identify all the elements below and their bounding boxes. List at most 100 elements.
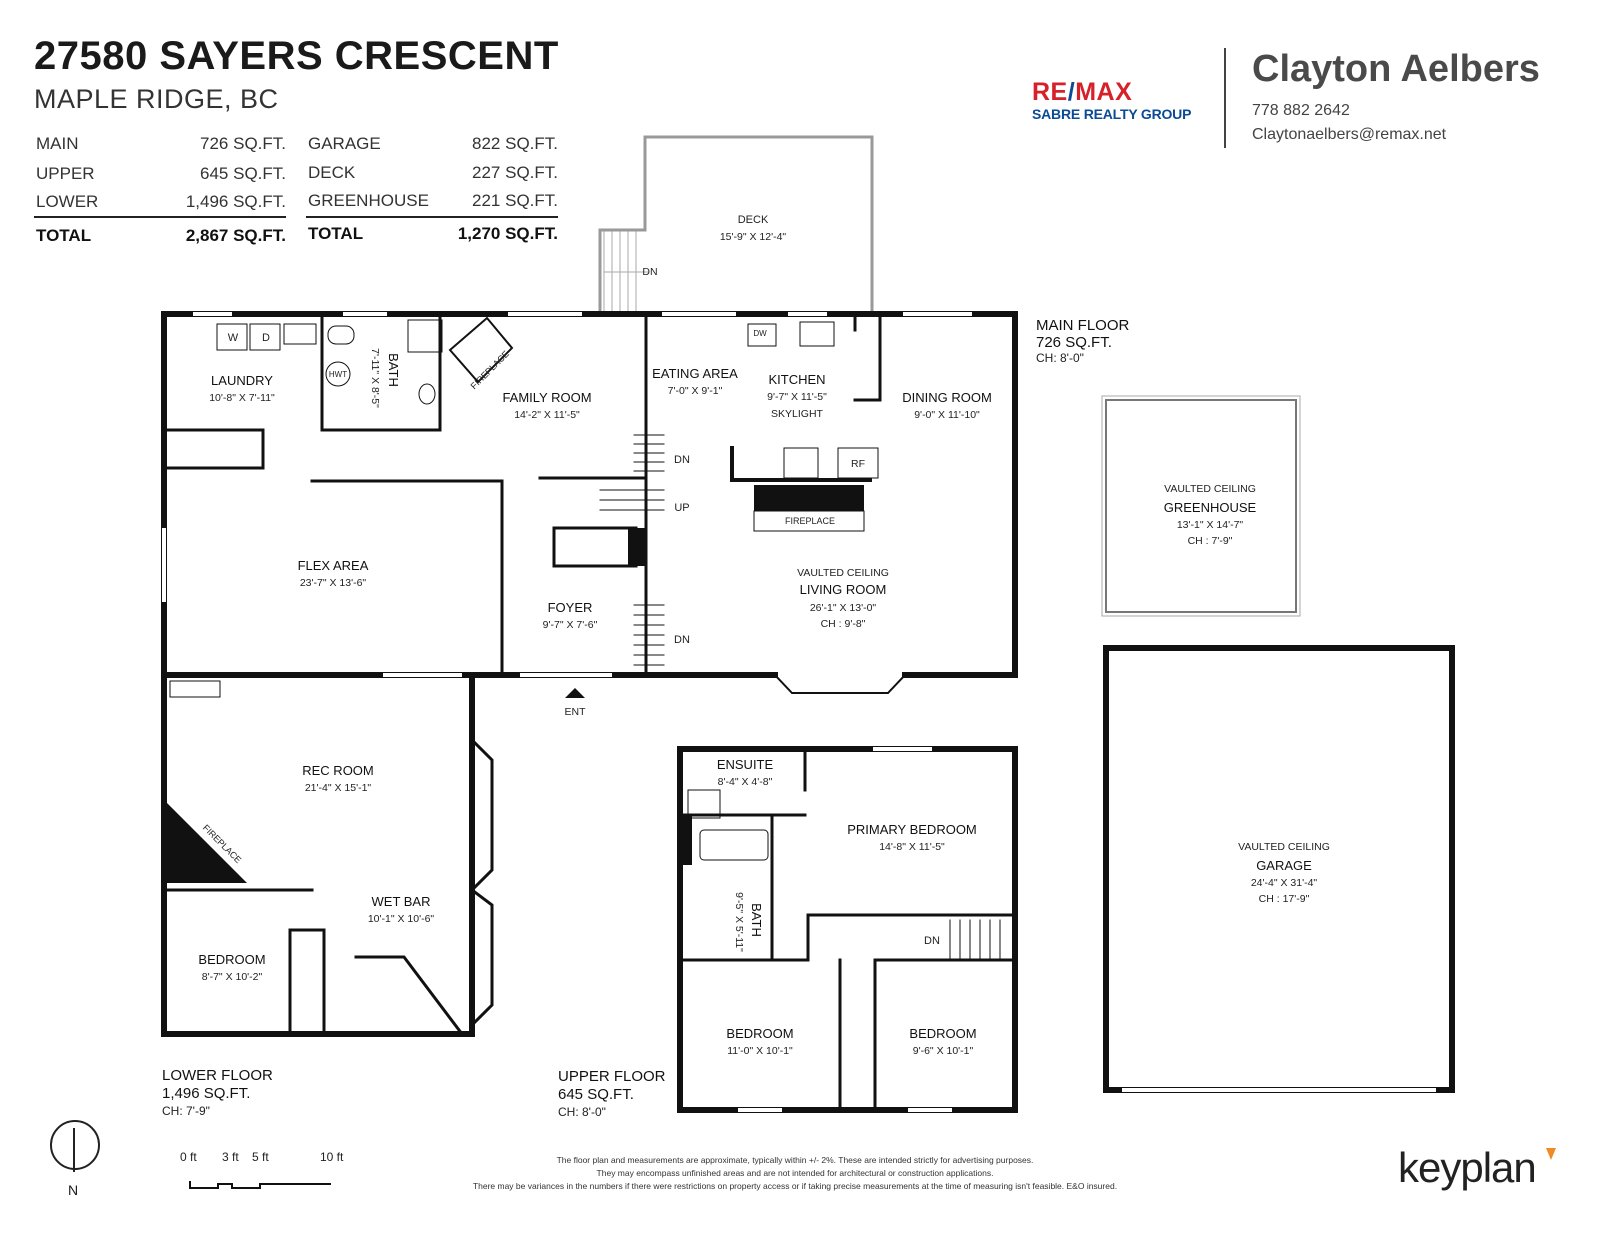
fireplace-living-icon: [754, 485, 864, 511]
closet-black: [628, 528, 646, 566]
kitchen-label: KITCHEN: [768, 372, 825, 387]
area-row-garage: GARAGE 822 SQ.FT.: [308, 134, 558, 153]
greenhouse-outline: [1105, 399, 1297, 613]
kitchen-island: [730, 446, 872, 482]
area-row-main: MAIN 726 SQ.FT.: [36, 134, 286, 153]
family-room-label: FAMILY ROOM: [502, 390, 591, 405]
water-heater-icon: [325, 361, 351, 387]
closet-foyer: [552, 526, 638, 568]
ensuite-shower-icon: [687, 789, 721, 819]
greenhouse-outline-outer: [1101, 395, 1301, 617]
bedroom-upper2-label: BEDROOM: [909, 1026, 976, 1041]
hwt-label: HWT: [329, 370, 347, 379]
eating-area-dims: 7'-0" X 9'-1": [668, 385, 723, 397]
dryer-label: D: [262, 332, 270, 344]
property-address: 27580 SAYERS CRESCENT: [34, 34, 559, 78]
bedroom-upper2-dims: 9'-6" X 10'-1": [913, 1045, 974, 1057]
main-floor-name: MAIN FLOOR: [1036, 317, 1130, 334]
lower-floor-name: LOWER FLOOR: [162, 1067, 273, 1084]
stairs-up-label: UP: [674, 502, 689, 514]
upper-floor-ch: CH: 8'-0": [558, 1105, 606, 1119]
upper-floor-area: 645 SQ.FT.: [558, 1086, 634, 1103]
washer-label: W: [228, 332, 239, 344]
deck-outline: [598, 135, 874, 314]
bedroom-lower-label: BEDROOM: [198, 952, 265, 967]
agent-name: Clayton Aelbers: [1252, 48, 1540, 90]
wet-bar-dims: 10'-1" X 10'-6": [368, 913, 435, 925]
upper-floor-name: UPPER FLOOR: [558, 1068, 666, 1085]
area-row-greenhouse: GREENHOUSE 221 SQ.FT.: [308, 191, 558, 210]
wet-bar-label: WET BAR: [372, 894, 431, 909]
ensuite-label: ENSUITE: [717, 757, 774, 772]
fridge-label: RF: [851, 458, 865, 470]
bedroom-lower-dims: 8'-7" X 10'-2": [202, 971, 263, 983]
compass-needle: [73, 1128, 75, 1172]
ensuite-dims: 8'-4" X 4'-8": [718, 776, 773, 788]
garage-ch: CH : 17'-9": [1259, 893, 1310, 905]
remax-logo: RE/MAX: [1032, 78, 1133, 106]
main-stairs: [599, 434, 665, 666]
garage-prefix: VAULTED CEILING: [1238, 841, 1330, 853]
deck-label: DECK: [738, 214, 769, 226]
family-room-dims: 14'-2" X 11'-5": [514, 409, 580, 421]
area-table-rule: [306, 216, 558, 218]
stairs-dn-label: DN: [674, 454, 690, 466]
kitchen-sink-icon: [799, 321, 835, 347]
dining-room-label: DINING ROOM: [902, 390, 992, 405]
fireplace-main-label: FIREPLACE: [469, 349, 511, 391]
property-city: MAPLE RIDGE, BC: [34, 84, 279, 114]
upper-interior-walls: [678, 747, 1017, 1112]
deck-dn: DN: [642, 266, 657, 278]
dishwasher-icon: [747, 323, 777, 347]
fireplace-living-label: FIREPLACE: [785, 516, 835, 526]
bedroom-upper1-label: BEDROOM: [726, 1026, 793, 1041]
upper-closet-black: [680, 815, 692, 865]
area-table-other: GARAGE 822 SQ.FT. DECK 227 SQ.FT. GREENH…: [306, 134, 558, 254]
area-row-deck: DECK 227 SQ.FT.: [308, 163, 558, 182]
fireplace-main-icon: [448, 316, 514, 384]
disclaimer-line: The floor plan and measurements are appr…: [556, 1155, 1034, 1165]
main-floor-area: 726 SQ.FT.: [1036, 334, 1112, 351]
lower-bay-window: [469, 737, 494, 1028]
foyer-label: FOYER: [548, 600, 593, 615]
bath-upper-dims: 9'-5" X 5'-11": [733, 892, 745, 952]
remax-brokerage-name: SABRE REALTY GROUP: [1032, 106, 1192, 122]
scale-bar: [189, 1181, 331, 1189]
upper-floor-walls: [677, 746, 1018, 1113]
main-floor-ch: CH: 8'-0": [1036, 351, 1084, 365]
dishwasher-label: DW: [753, 329, 767, 338]
upper-stairs-dn-label: DN: [924, 935, 940, 947]
bath-main-label: BATH: [386, 353, 401, 387]
sink-icon: [418, 383, 436, 405]
flex-area-label: FLEX AREA: [298, 558, 369, 573]
cooktop-icon: [783, 447, 819, 479]
garage-label: GARAGE: [1256, 858, 1312, 873]
bath-main-dims: 7'-11" X 8'-5": [369, 348, 381, 408]
keyplan-logo-mark: [1546, 1148, 1556, 1160]
foyer-dims: 9'-7" X 7'-6": [543, 619, 598, 631]
header-divider: [1224, 48, 1226, 148]
area-row-upper: UPPER 645 SQ.FT.: [36, 164, 286, 183]
entrance-label: ENT: [565, 706, 587, 718]
stairs-dn2-label: DN: [674, 634, 690, 646]
dining-room-dims: 9'-0" X 11'-10": [914, 409, 980, 421]
agent-email: Claytonaelbers@remax.net: [1252, 126, 1447, 143]
kitchen-note: SKYLIGHT: [771, 408, 824, 420]
laundry-label: LAUNDRY: [211, 373, 273, 388]
scale-label-3: 3 ft: [222, 1150, 239, 1164]
greenhouse-ch: CH : 7'-9": [1188, 535, 1233, 547]
toilet-icon: [327, 325, 355, 345]
disclaimer-line: There may be variances in the numbers if…: [472, 1181, 1118, 1191]
kitchen-dims: 9'-7" X 11'-5": [767, 391, 827, 403]
bedroom-upper1-dims: 11'-0" X 10'-1": [727, 1045, 793, 1057]
primary-bedroom-dims: 14'-8" X 11'-5": [879, 841, 945, 853]
garage-dims: 24'-4" X 31'-4": [1251, 877, 1318, 889]
rec-room-dims: 21'-4" X 15'-1": [305, 782, 372, 794]
bath-upper-label: BATH: [749, 903, 764, 937]
living-room-label: LIVING ROOM: [800, 582, 887, 597]
greenhouse-label: GREENHOUSE: [1164, 500, 1257, 515]
bathtub-icon: [699, 829, 769, 861]
flex-area-dims: 23'-7" X 13'-6": [300, 577, 367, 589]
area-row-lower: LOWER 1,496 SQ.FT.: [36, 192, 286, 211]
